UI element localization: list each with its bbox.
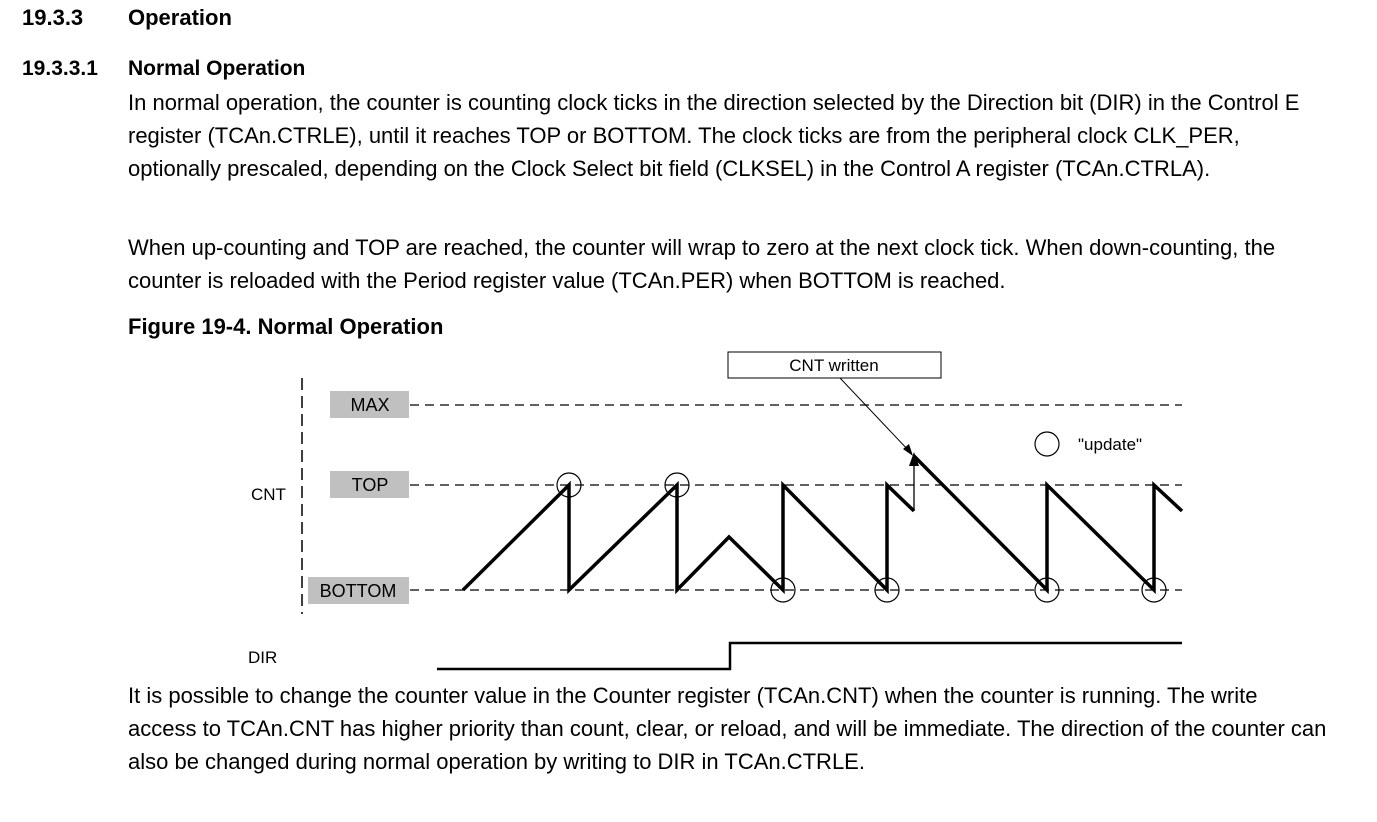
bottom-label: BOTTOM [320, 581, 397, 601]
section-number: 19.3.3 [22, 5, 84, 30]
figure-caption: Figure 19-4. Normal Operation [128, 314, 444, 339]
cnt-written-pointer [839, 377, 911, 453]
subsection-title: Normal Operation [128, 57, 306, 80]
legend-update-label: "update" [1078, 435, 1142, 454]
pointer-arrowhead-icon [903, 444, 913, 456]
update-marker [874, 577, 900, 603]
top-label: TOP [352, 475, 389, 495]
update-marker [1034, 577, 1060, 603]
max-label: MAX [350, 395, 389, 415]
legend-update-circle-icon [1034, 431, 1060, 457]
counter-waveform-1 [461, 480, 916, 595]
paragraph-3: It is possible to change the counter val… [128, 683, 1327, 774]
section-title: Operation [128, 5, 232, 30]
subsection-number: 19.3.3.1 [22, 57, 98, 80]
counter-waveform-2 [912, 454, 1184, 595]
paragraph-1: In normal operation, the counter is coun… [128, 90, 1300, 181]
paragraph-2: When up-counting and TOP are reached, th… [128, 235, 1276, 293]
top-label-box [330, 471, 409, 498]
cnt-written-box [727, 351, 942, 379]
update-marker [770, 577, 796, 603]
jump-arrowhead-icon [909, 452, 919, 466]
dir-waveform [437, 641, 1182, 671]
update-marker [556, 472, 582, 498]
dir-label: DIR [248, 648, 277, 667]
cnt-written-label: CNT written [789, 356, 878, 375]
update-marker [664, 472, 690, 498]
cnt-label: CNT [251, 485, 286, 504]
bottom-label-box [308, 577, 409, 604]
update-marker [1141, 577, 1167, 603]
max-label-box [330, 391, 409, 418]
